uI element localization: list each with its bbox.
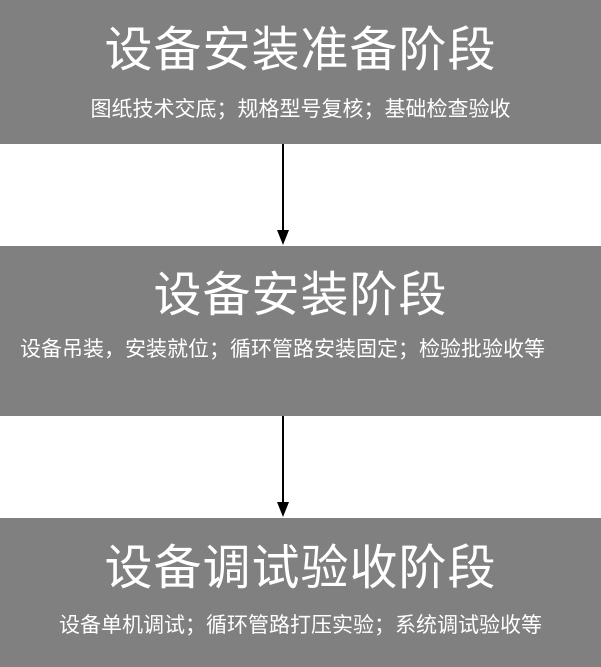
- stage-box-installation: 设备安装阶段 设备吊装，安装就位；循环管路安装固定；检验批验收等: [0, 246, 601, 416]
- stage-title: 设备安装准备阶段: [104, 22, 497, 78]
- stage-title: 设备安装阶段: [153, 267, 448, 323]
- stage-description: 图纸技术交底；规格型号复核；基础检查验收: [90, 97, 511, 121]
- stage-description: 设备单机调试；循环管路打压实验；系统调试验收等: [59, 613, 542, 637]
- flow-arrow-2: [277, 416, 289, 517]
- stage-description: 设备吊装，安装就位；循环管路安装固定；检验批验收等: [20, 337, 545, 361]
- stage-box-preparation: 设备安装准备阶段 图纸技术交底；规格型号复核；基础检查验收: [0, 0, 601, 144]
- flow-arrow-1: [277, 144, 289, 245]
- stage-box-commissioning: 设备调试验收阶段 设备单机调试；循环管路打压实验；系统调试验收等: [0, 518, 601, 667]
- stage-title: 设备调试验收阶段: [104, 540, 497, 596]
